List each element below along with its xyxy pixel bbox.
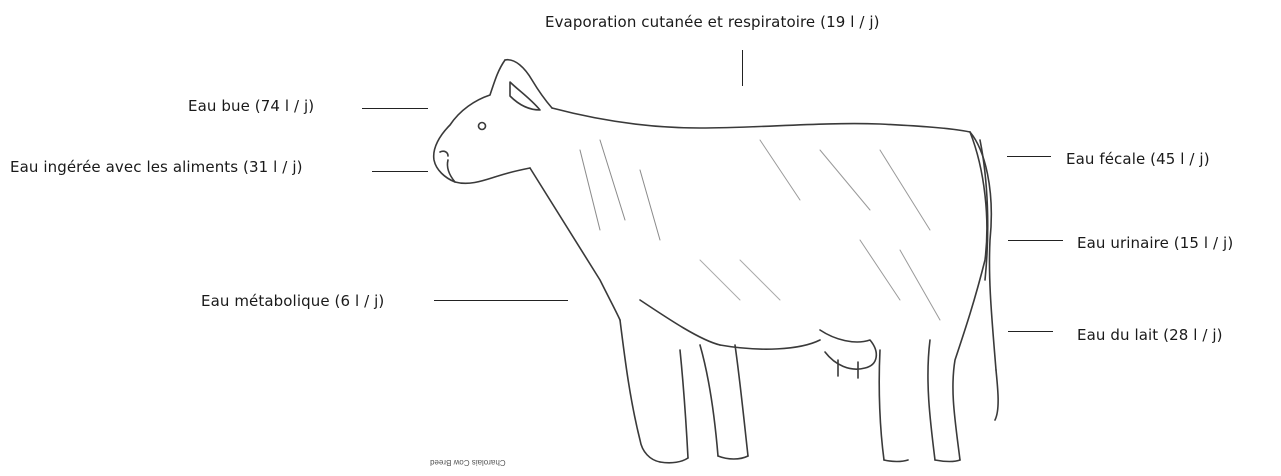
leader-line-eau-metabolique [434,300,568,301]
leader-line-evaporation [742,50,743,86]
image-caption: Charolais Cow Breed [430,458,506,467]
leader-line-eau-bue [362,108,428,109]
leader-line-eau-fecale [1007,156,1051,157]
label-eau-lait: Eau du lait (28 l / j) [1077,326,1223,344]
label-eau-aliments: Eau ingérée avec les aliments (31 l / j) [10,158,303,176]
label-eau-fecale: Eau fécale (45 l / j) [1066,150,1210,168]
leader-line-eau-lait [1008,331,1053,332]
label-eau-urinaire: Eau urinaire (15 l / j) [1077,234,1233,252]
label-eau-metabolique: Eau métabolique (6 l / j) [201,292,384,310]
label-eau-bue: Eau bue (74 l / j) [188,97,314,115]
leader-line-eau-aliments [372,171,428,172]
leader-line-eau-urinaire [1008,240,1063,241]
label-evaporation: Evaporation cutanée et respiratoire (19 … [545,13,880,31]
